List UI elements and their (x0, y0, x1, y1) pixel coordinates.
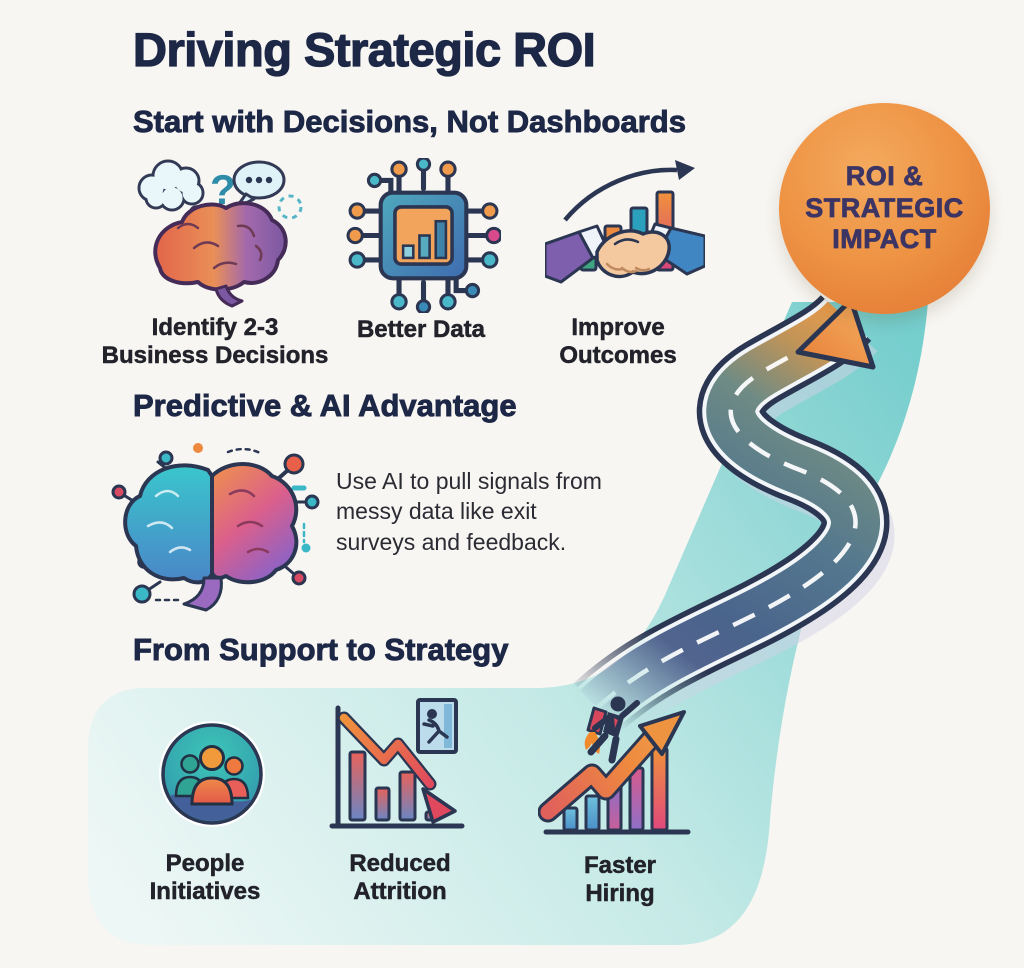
down-arrow-icon (337, 711, 457, 824)
teal-journey-band (88, 302, 928, 945)
people-group-icon (159, 721, 265, 827)
declining-bars (348, 750, 439, 822)
section-heading-strategy: From Support to Strategy (133, 632, 509, 668)
thinking-brain-icon: ? (137, 159, 303, 308)
ai-brain-icon (111, 443, 320, 612)
label-line: Business Decisions (101, 342, 329, 370)
road-arrowhead-icon (795, 297, 876, 370)
data-chip-icon (346, 158, 501, 313)
item-label-better-data: Better Data (356, 316, 486, 344)
dashed-bubble-icon (277, 194, 303, 220)
rising-arrow-runner-icon (538, 696, 691, 835)
body-line: messy data like exit (336, 498, 537, 525)
body-line: Use AI to pull signals from (336, 468, 602, 494)
label-line: Outcomes (559, 342, 677, 370)
ai-body-text: Use AI to pull signals from messy data l… (336, 466, 602, 557)
body-line: surveys and feedback. (336, 528, 567, 555)
chart-axes (329, 705, 465, 829)
jetpack-runner (584, 696, 640, 764)
handshake-growth-icon (545, 160, 705, 284)
label-line: Better Data (356, 316, 486, 344)
badge-line: IMPACT (832, 224, 937, 255)
roi-impact-badge: ROI & STRATEGIC IMPACT (779, 103, 990, 314)
item-label-improve-outcomes: Improve Outcomes (559, 314, 677, 371)
label-line: Improve (571, 314, 665, 342)
label-line: Attrition (353, 878, 447, 906)
speech-bubble-icon (232, 160, 286, 210)
label-line: Initiatives (149, 878, 261, 906)
declining-chart-exit-icon (329, 698, 465, 829)
brain-hemispheres (123, 462, 299, 612)
big-up-arrow-icon (538, 710, 686, 823)
item-label-identify-decisions: Identify 2-3 Business Decisions (101, 314, 329, 371)
label-line: Reduced (349, 850, 451, 878)
item-label-reduced-attrition: Reduced Attrition (349, 850, 451, 907)
label-line: Faster (583, 852, 657, 880)
label-line: People (165, 850, 245, 878)
up-arrow-icon (563, 160, 695, 222)
winding-road (573, 294, 895, 744)
rising-bars (562, 746, 669, 832)
label-line: Identify 2-3 (151, 314, 279, 342)
circuit-nodes (111, 443, 320, 604)
badge-line: ROI & (845, 160, 924, 191)
badge-line: STRATEGIC (805, 192, 964, 223)
page-title: Driving Strategic ROI (132, 22, 596, 76)
exit-door-icon (416, 698, 458, 754)
item-label-people-initiatives: People Initiatives (149, 850, 261, 907)
handshake-hands (545, 222, 705, 284)
item-label-faster-hiring: Faster Hiring (583, 852, 657, 909)
section-heading-ai: Predictive & AI Advantage (133, 388, 518, 424)
brain-shape (153, 201, 288, 308)
chip-bar-chart (401, 219, 448, 260)
label-line: Hiring (585, 880, 655, 908)
circuit-nodes (346, 158, 501, 313)
section-heading-start: Start with Decisions, Not Dashboards (133, 104, 687, 140)
